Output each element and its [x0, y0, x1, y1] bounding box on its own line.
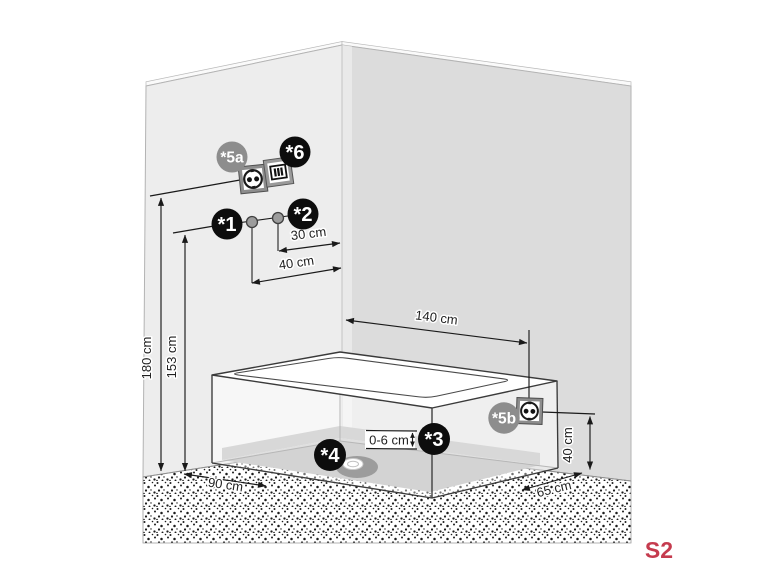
dim-40cm-socket: 40 cm: [541, 411, 596, 470]
mount-dot-2: [271, 211, 285, 225]
dim-153cm: 153 cm: [163, 225, 215, 472]
power-socket-icon: [237, 163, 269, 195]
tub-floor-shadow: [222, 438, 540, 492]
dim-40cm-wall-label: 40 cm: [278, 253, 315, 273]
callout-2: *2: [287, 198, 319, 230]
dim-40cm-wall: 40 cm: [251, 251, 342, 285]
dim-153cm-label: 153 cm: [164, 336, 179, 379]
callout-1: *1: [211, 208, 243, 240]
callout-5a: *5a: [216, 141, 248, 173]
tub-front-left-face: [212, 375, 432, 498]
dim-feet-range-label: 0-6 cm: [369, 432, 409, 447]
dim-140cm-label: 140 cm: [414, 307, 458, 327]
dim-40cm-socket-tick: [541, 411, 596, 415]
dim-40cm-wall-line: [251, 266, 342, 285]
wall-shadow-left: [222, 426, 340, 460]
dim-140cm: 140 cm: [345, 306, 530, 398]
dim-90cm-label: 90 cm: [207, 475, 244, 495]
figure-code: S2: [645, 537, 673, 563]
drain-icon: [336, 456, 378, 478]
callout-6-label: *6: [286, 142, 305, 164]
dim-180cm-label: 180 cm: [139, 337, 154, 380]
callout-5a-label: *5a: [220, 150, 244, 167]
callout-4-label: *4: [321, 445, 341, 467]
dim-65cm-line: [521, 472, 583, 491]
dim-180cm-leader: [149, 179, 241, 197]
callout-3: *3: [418, 423, 450, 455]
dim-90cm-line: [183, 472, 267, 488]
tub-back-bottom-edges: [211, 440, 559, 469]
callout-5b: *5b: [488, 402, 520, 434]
callout-4: *4: [314, 439, 346, 471]
dim-feet-bottom-line: [365, 447, 418, 450]
dim-180cm: 180 cm: [138, 179, 241, 472]
dim-feet-range-bg: [365, 430, 415, 449]
dim-90cm: 90 cm: [183, 472, 267, 496]
mount-dot-1: [245, 215, 259, 229]
tub-socket-icon: [515, 397, 544, 425]
dim-140cm-line: [345, 317, 528, 346]
dim-feet-top-line: [365, 429, 418, 432]
tub-right-edge: [556, 380, 559, 469]
dim-feet-range: 0-6 cm: [365, 429, 418, 450]
callout-6: *6: [279, 136, 311, 168]
dim-153cm-leader: [172, 225, 215, 234]
wall-corner-highlight: [342, 45, 352, 448]
callout-2-label: *2: [294, 204, 313, 226]
tub-rim-inner: [233, 357, 509, 398]
dim-40cm-socket-label: 40 cm: [560, 427, 575, 462]
callout-3-label: *3: [425, 429, 444, 451]
callout-1-label: *1: [218, 214, 237, 236]
callout-5b-label: *5b: [492, 411, 516, 428]
dim-30cm-line: [278, 240, 341, 254]
